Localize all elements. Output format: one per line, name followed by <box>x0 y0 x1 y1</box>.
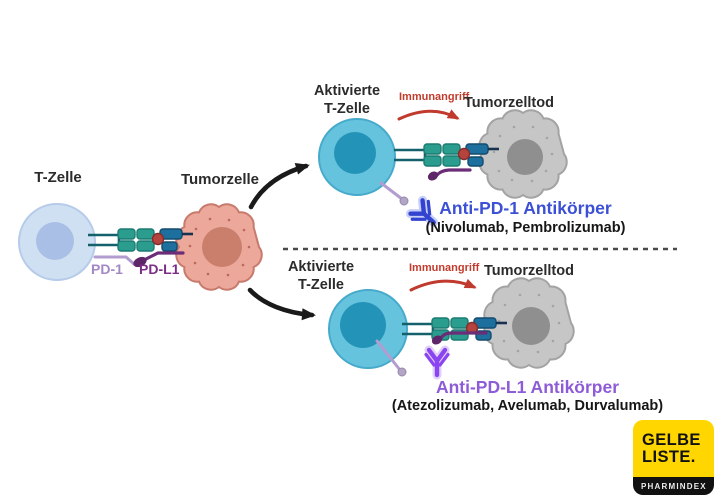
free-pdl1-stub-top <box>427 168 472 181</box>
branch-arrow-bottom <box>247 287 316 321</box>
tumor-death-label-top: Tumorzelltod <box>464 95 554 111</box>
anti-pd1-antibody-label: Anti-PD-1 Antikörper <box>439 198 612 218</box>
branch-arrow-top <box>248 163 310 210</box>
logo-pharmindex-bar: PHARMINDEX <box>633 477 714 495</box>
immune-attack-arrow-top <box>397 109 460 121</box>
pdl1-drug-names-label: (Atezolizumab, Avelumab, Durvalumab) <box>391 398 664 414</box>
t-cell <box>18 203 96 281</box>
immune-attack-arrow-bottom <box>409 278 477 292</box>
pd1-drug-names-label: (Nivolumab, Pembrolizumab) <box>425 220 626 236</box>
tumor-cell-speckles <box>188 217 251 277</box>
dead-cell-speckles-bottom <box>497 293 561 354</box>
pd1-pdl1-bond <box>93 251 185 268</box>
anti-pdl1-antibody-label: Anti-PD-L1 Antikörper <box>435 377 620 397</box>
free-pd1-tether-bottom <box>375 339 407 377</box>
dead-cell-speckles <box>492 125 554 183</box>
activated-t-cell-top <box>318 118 396 196</box>
gelbe-liste-logo-mark: GELBE LISTE. <box>633 420 714 477</box>
gelbe-liste-logo[interactable]: GELBE LISTE. PHARMINDEX <box>633 420 714 495</box>
anti-pdl1-antibody-icon <box>424 345 450 380</box>
pdl1-label: PD-L1 <box>139 261 180 277</box>
immune-attack-label-top: Immunangriff <box>399 91 470 103</box>
tumor-cell-label: Tumorzelle <box>180 171 260 188</box>
tumor-death-label-bottom: Tumorzelltod <box>484 263 574 279</box>
activated-t-cell-bottom <box>328 289 408 369</box>
t-cell-label: T-Zelle <box>34 169 82 186</box>
anti-pd1-antibody-icon <box>406 195 439 227</box>
blocked-pdl1-stub-bottom <box>431 331 488 345</box>
activated-t-cell-label-top: Aktivierte T-Zelle <box>313 83 381 118</box>
logo-subtitle: PHARMINDEX <box>641 481 707 491</box>
pd1-label: PD-1 <box>91 261 123 277</box>
logo-title-line2: LISTE. <box>642 447 696 466</box>
immune-attack-label-bottom: Immunangriff <box>409 262 480 274</box>
blocked-pd1-tether-top <box>379 181 409 206</box>
tumor-cell <box>175 203 263 291</box>
dead-tumor-cell-top <box>478 109 568 199</box>
logo-title-line1: GELBE <box>642 431 701 449</box>
dead-tumor-cell-bottom <box>483 277 575 369</box>
activated-t-cell-label-bottom: Aktivierte T-Zelle <box>287 259 355 294</box>
